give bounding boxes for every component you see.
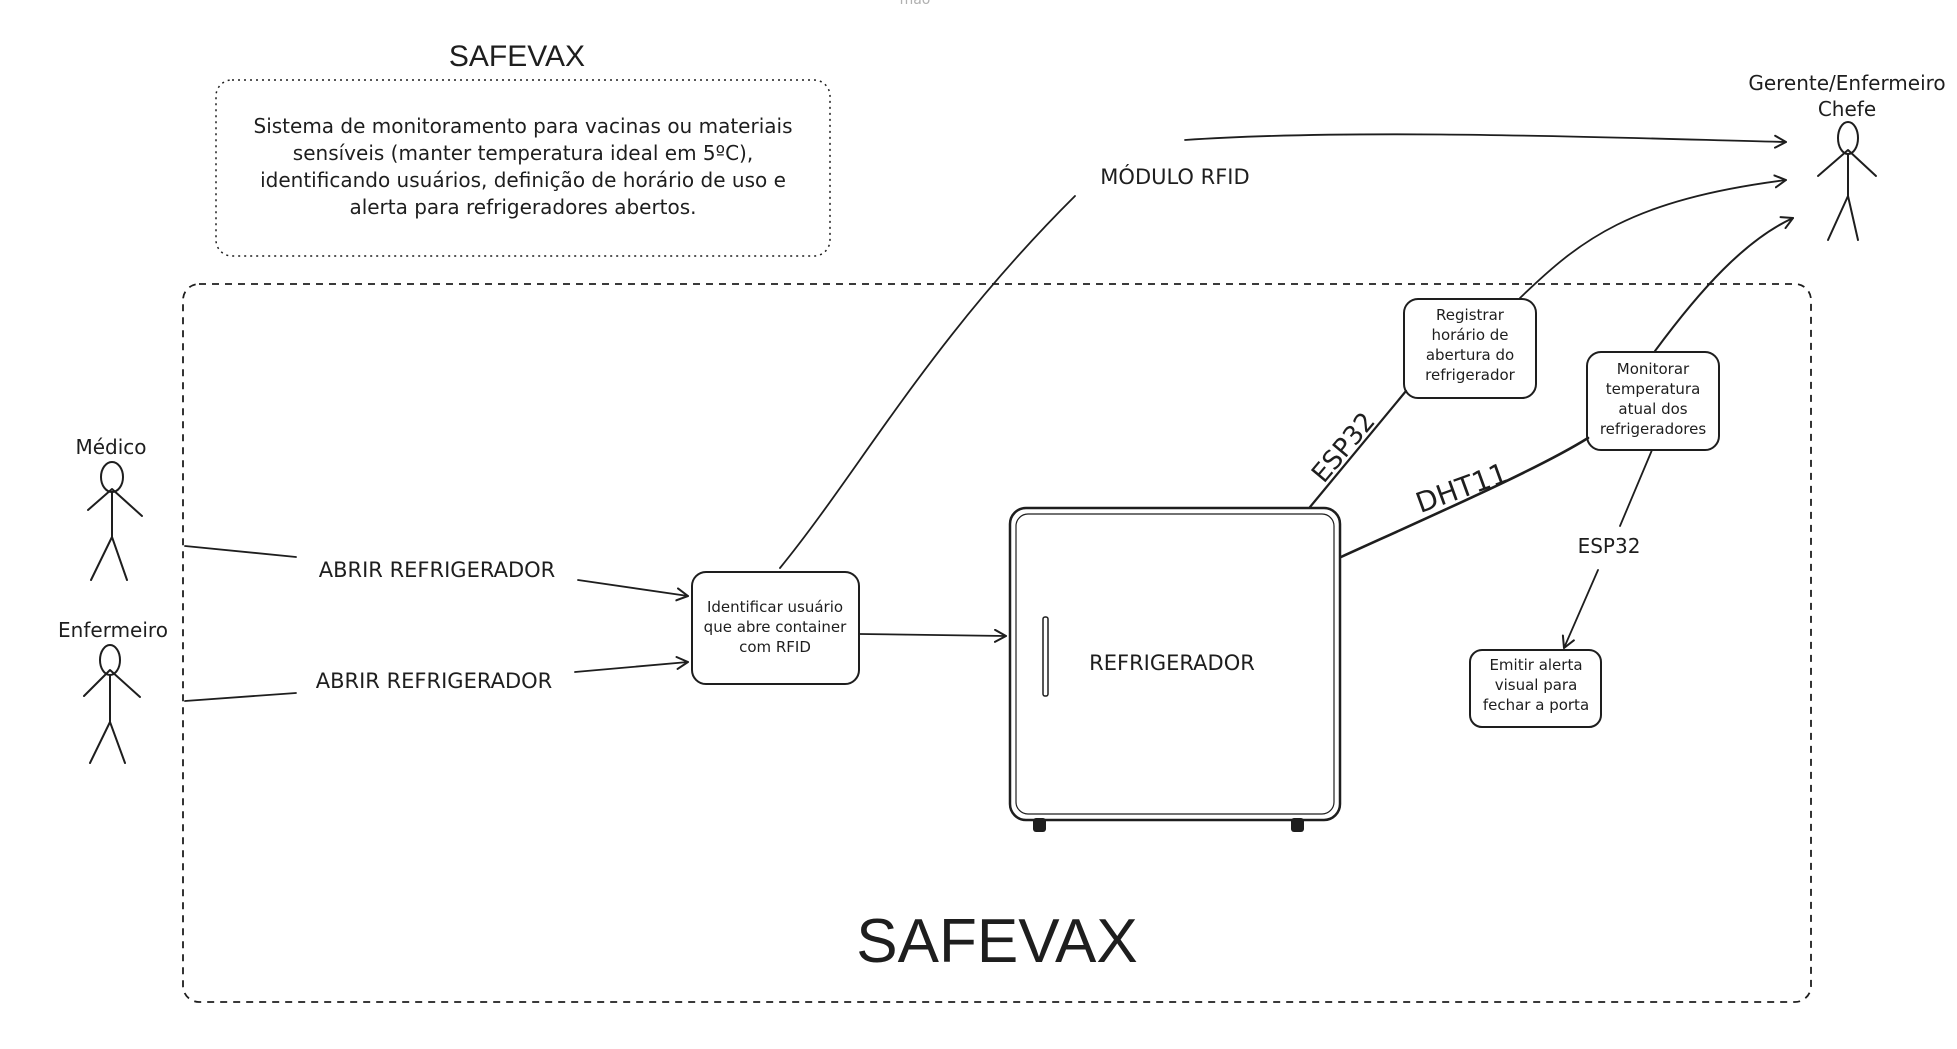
usecase-identificar-line-2: que abre container (704, 618, 847, 636)
usecase-monitorar-line-1: Monitorar (1617, 360, 1690, 378)
edge-medico-identificar: ABRIR REFRIGERADOR (184, 545, 689, 602)
edge-monitorar-gerente (1654, 216, 1794, 352)
description-line-4: alerta para refrigeradores abertos. (349, 195, 696, 219)
edge-refrigerador-monitorar: DHT11 (1339, 436, 1590, 559)
usecase-emitir-line-2: visual para (1495, 676, 1578, 694)
description-line-1: Sistema de monitoramento para vacinas ou… (254, 114, 793, 138)
edge-label-abrir-enfermeiro: ABRIR REFRIGERADOR (316, 669, 553, 693)
usecase-monitorar: Monitorar temperatura atual dos refriger… (1586, 351, 1720, 451)
description-box (215, 79, 831, 257)
usecase-registrar-line-1: Registrar (1436, 306, 1505, 324)
edge-label-esp32-registrar: ESP32 (1306, 407, 1381, 489)
actor-medico-head (100, 461, 124, 493)
usecase-emitir-box (1469, 649, 1602, 728)
edge-label-esp32-alerta: ESP32 (1578, 534, 1641, 558)
description-text: Sistema de monitoramento para vacinas ou… (254, 114, 793, 219)
usecase-registrar-line-2: horário de (1431, 326, 1508, 344)
refrigerator-handle (1042, 616, 1049, 697)
usecase-monitorar-line-3: atual dos (1618, 400, 1687, 418)
usecase-emitir: Emitir alerta visual para fechar a porta (1469, 649, 1602, 728)
refrigerator-label: REFRIGERADOR (1089, 651, 1255, 675)
refrigerator: REFRIGERADOR (1008, 506, 1342, 832)
actor-medico-label: Médico (75, 435, 146, 459)
usecase-registrar-line-4: refrigerador (1425, 366, 1515, 384)
usecase-identificar-line-1: Identificar usuário (707, 598, 843, 616)
usecase-registrar-line-3: abertura do (1426, 346, 1514, 364)
system-boundary (182, 283, 1812, 1003)
header-title: SAFEVAX (449, 40, 585, 73)
description-line-2: sensíveis (manter temperatura ideal em 5… (293, 141, 753, 165)
usecase-identificar-line-3: com RFID (739, 638, 811, 656)
edge-label-dht11: DHT11 (1411, 456, 1512, 520)
usecase-identificar: Identificar usuário que abre container c… (691, 571, 860, 685)
usecase-registrar: Registrar horário de abertura do refrige… (1403, 298, 1537, 399)
usecase-emitir-line-3: fechar a porta (1483, 696, 1589, 714)
edge-label-abrir-medico: ABRIR REFRIGERADOR (319, 558, 556, 582)
edge-registrar-gerente (1519, 174, 1787, 299)
usecase-monitorar-line-4: refrigeradores (1600, 420, 1707, 438)
edge-label-modulo-rfid: MÓDULO RFID (1100, 164, 1249, 189)
usecase-monitorar-line-2: temperatura (1606, 380, 1701, 398)
edge-rfid-gerente: MÓDULO RFID (779, 133, 1787, 569)
description-line-3: identificando usuários, definição de hor… (260, 168, 786, 192)
refrigerator-inner (1015, 513, 1335, 815)
refrigerator-foot-left (1033, 818, 1046, 832)
usecase-emitir-line-1: Emitir alerta (1489, 656, 1582, 674)
refrigerator-outer (1008, 506, 1342, 822)
usecase-registrar-box (1403, 298, 1537, 399)
edge-refrigerador-registrar: ESP32 (1306, 389, 1408, 509)
refrigerator-foot-right (1291, 818, 1304, 832)
edge-enfermeiro-identificar: ABRIR REFRIGERADOR (184, 655, 689, 702)
usecase-monitorar-box (1586, 351, 1720, 451)
actor-medico: Médico (75, 435, 147, 581)
top-clipped-text: mão (900, 0, 931, 8)
edge-monitorar-emitir: ESP32 (1561, 449, 1653, 649)
actor-gerente-label-1: Gerente/Enfermeiro (1748, 71, 1945, 95)
actor-gerente-body (1817, 149, 1877, 241)
system-boundary-title: SAFEVAX (856, 907, 1137, 976)
actor-enfermeiro: Enfermeiro (58, 618, 168, 764)
actor-medico-body (87, 488, 143, 581)
actor-gerente: Gerente/Enfermeiro Chefe (1748, 71, 1946, 241)
actor-enfermeiro-label: Enfermeiro (58, 618, 168, 642)
usecase-identificar-box (691, 571, 860, 685)
edge-identificar-refrigerador (859, 628, 1007, 643)
actor-gerente-label-2: Chefe (1818, 97, 1876, 121)
actor-enfermeiro-body (83, 669, 141, 764)
